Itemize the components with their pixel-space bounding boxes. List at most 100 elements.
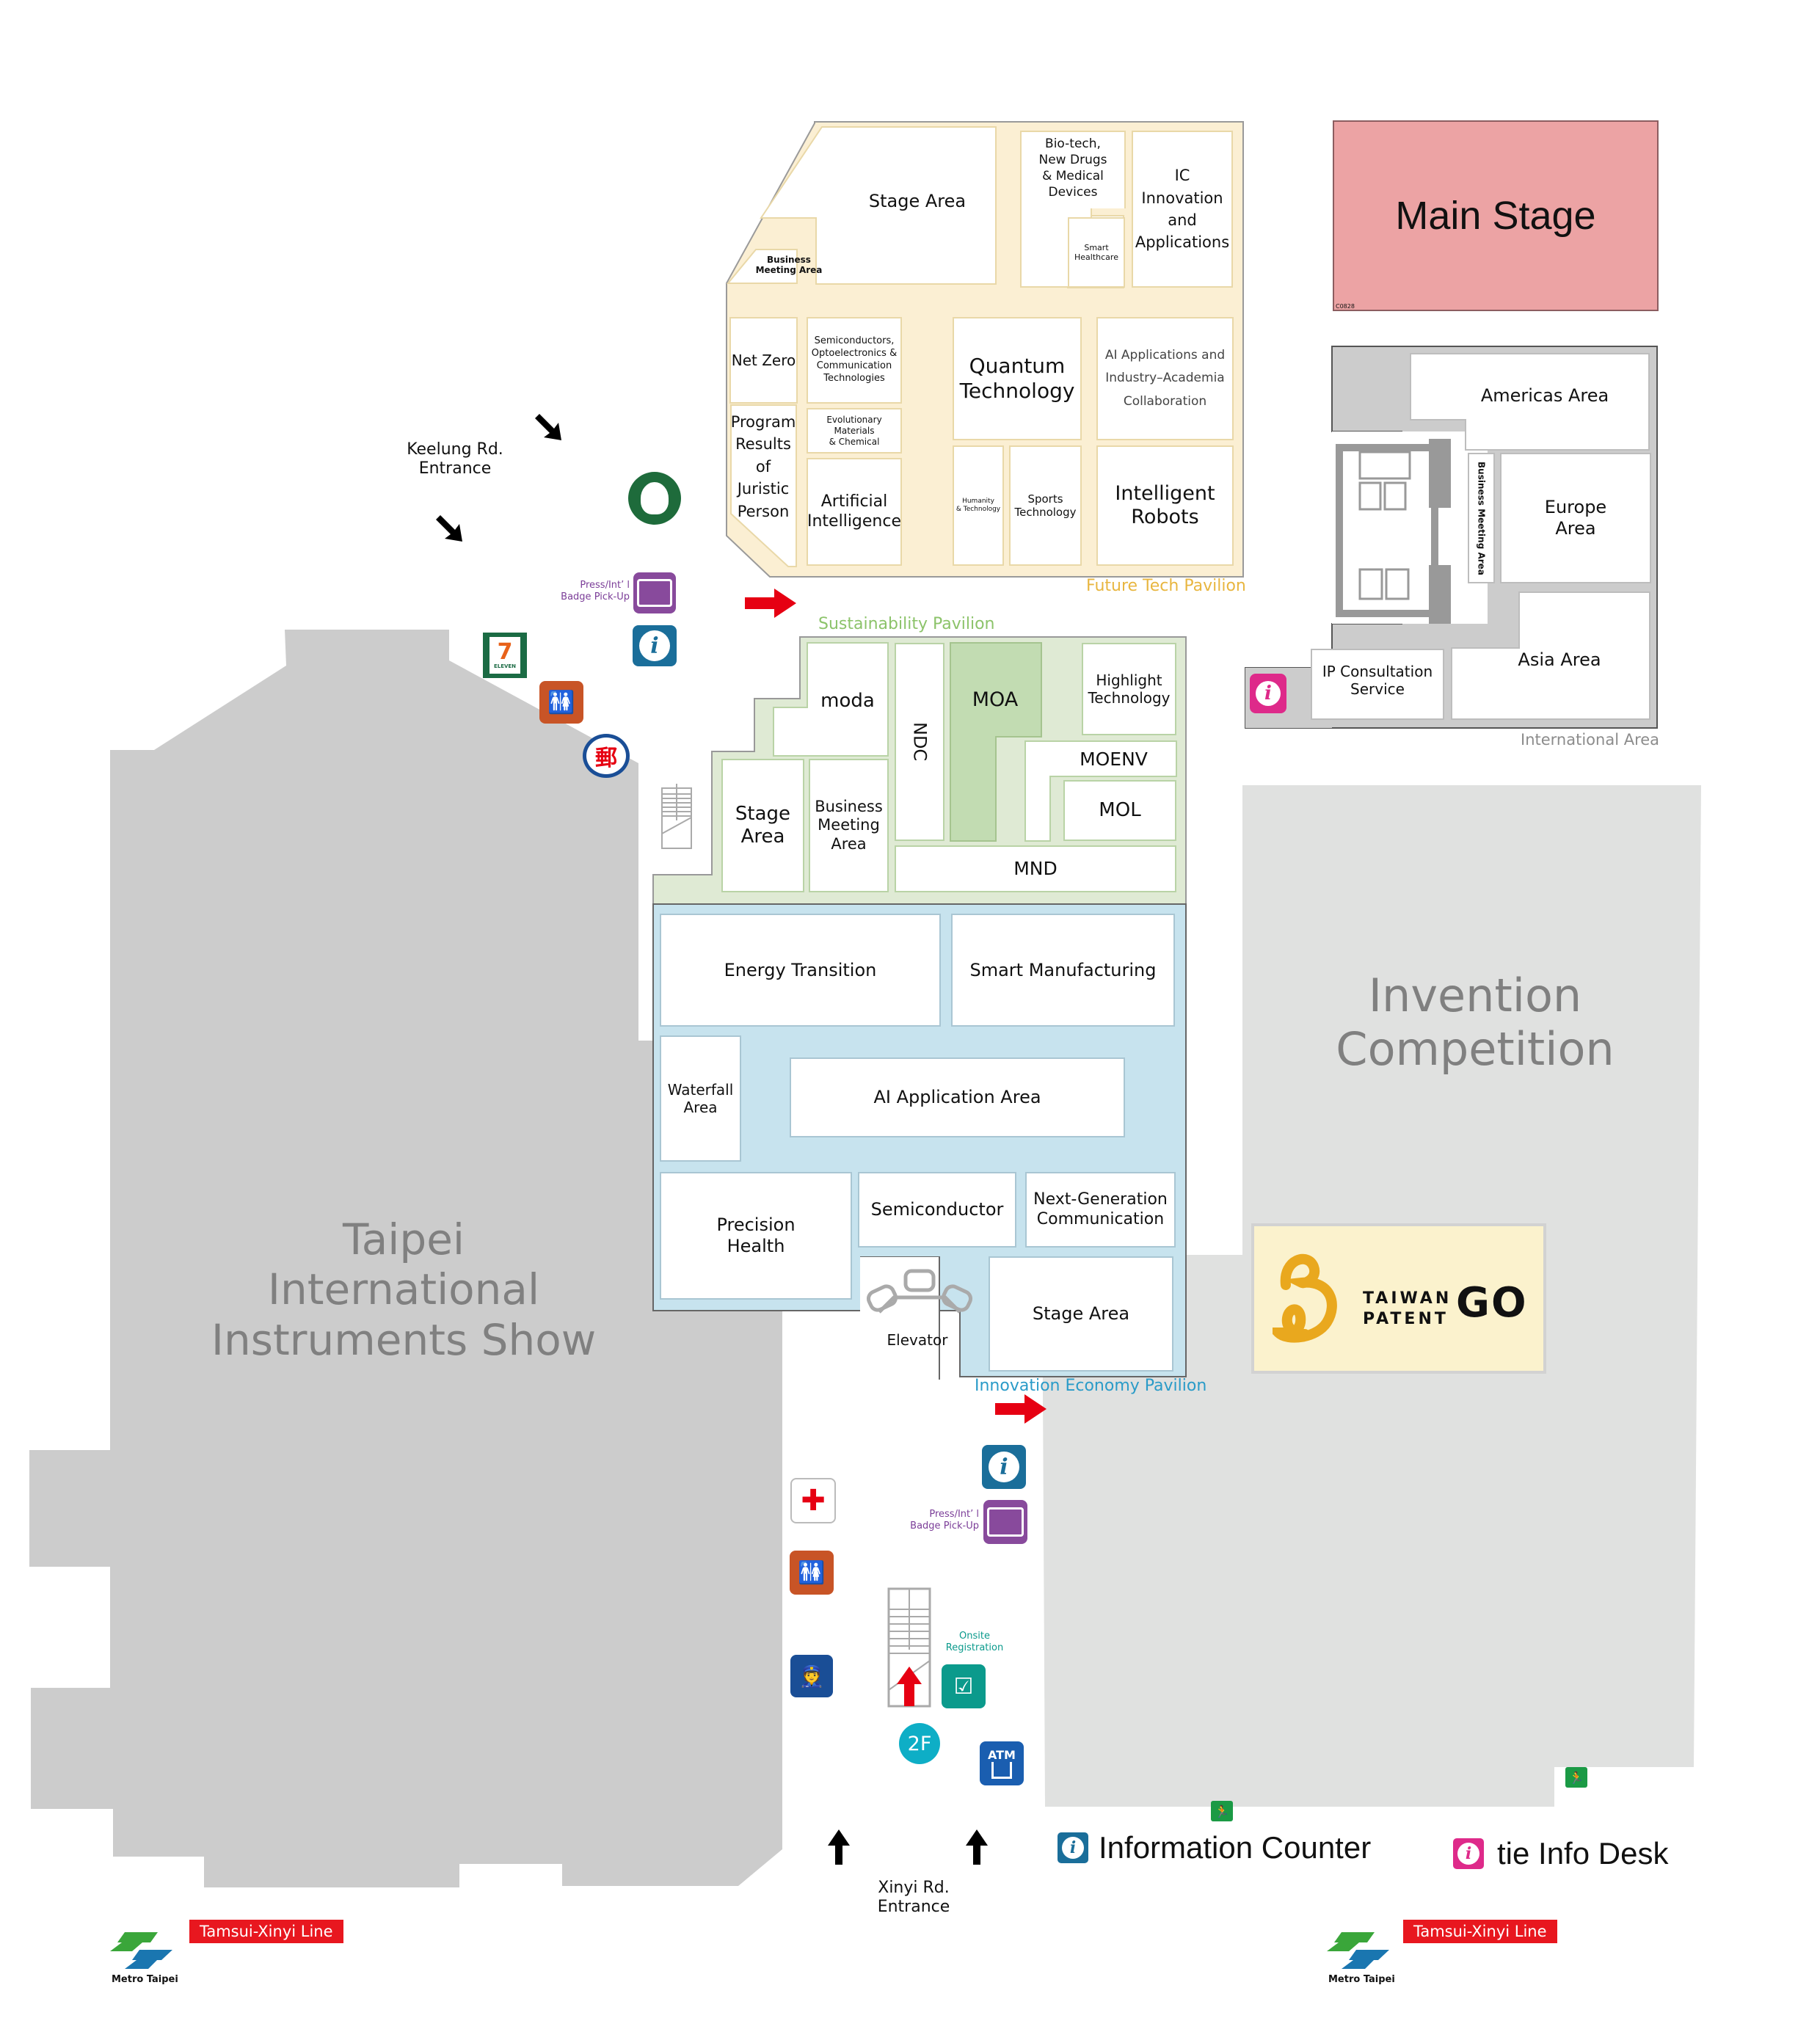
taiwan-patent-go-line2: PATENT (1363, 1309, 1449, 1328)
booth-asia[interactable]: Asia Area (1518, 649, 1601, 670)
entrance-arrow-icon (535, 414, 561, 440)
seven-eleven-label: ELEVEN (493, 663, 517, 669)
legend-information-counter-label: Information Counter (1099, 1830, 1372, 1865)
xinyi-entrance-label: Xinyi Rd. Entrance (877, 1879, 950, 1917)
booth-americas[interactable]: Americas Area (1480, 385, 1609, 406)
booth-highlight[interactable]: Highlight Technology (1082, 643, 1176, 735)
future-business-meeting-area[interactable]: Business Meeting Area (755, 255, 823, 276)
information-counter-icon[interactable]: i (982, 1445, 1026, 1489)
booth-intelligent-robots[interactable]: Intelligent Robots (1096, 445, 1234, 566)
badge-pickup-icon[interactable] (983, 1500, 1027, 1544)
booth-stage-area-sp[interactable]: Stage Area (721, 759, 804, 892)
invention-competition-label: Invention Competition (1336, 969, 1615, 1077)
booth-semiconductors[interactable]: Semiconductors, Optoelectronics & Commun… (807, 317, 902, 404)
future-stage-area-shape (760, 126, 997, 285)
tie-info-desk-icon: i (1453, 1838, 1484, 1869)
booth-net-zero[interactable]: Net Zero (729, 317, 798, 404)
future-biotech-upper (1020, 131, 1126, 208)
taiwan-patent-go-booth[interactable]: TAIWAN PATENT GO (1251, 1223, 1546, 1374)
booth-moenv[interactable]: MOENV (1080, 749, 1148, 770)
booth-ic-innovation[interactable]: IC Innovation and Applications (1132, 131, 1233, 288)
booth-ai-industry[interactable]: AI Applications and Industry–Academia Co… (1096, 317, 1234, 440)
legend-information-counter: i Information Counter (1058, 1830, 1371, 1865)
emergency-exit-icon[interactable]: 🏃 (1565, 1767, 1587, 1788)
starbucks-icon[interactable] (628, 472, 681, 525)
legend-tie-info-desk-label: tie Info Desk (1497, 1836, 1669, 1871)
elevator-icon[interactable] (864, 1268, 975, 1319)
booth-moda-shape (773, 642, 889, 757)
booth-waterfall[interactable]: Waterfall Area (660, 1035, 741, 1162)
booth-stage-area-ie[interactable]: Stage Area (989, 1256, 1173, 1372)
booth-europe[interactable]: Europe Area (1500, 453, 1651, 583)
atm-icon[interactable]: ATM (980, 1741, 1024, 1785)
legend-tie-info-desk: i tie Info Desk (1453, 1836, 1668, 1871)
booth-humanity[interactable]: Humanity & Technology (953, 445, 1004, 566)
booth-mol[interactable]: MOL (1063, 780, 1176, 841)
booth-ndc[interactable]: NDC (895, 643, 944, 841)
main-stage-label: Main Stage (1395, 194, 1596, 238)
booth-sports[interactable]: Sports Technology (1009, 445, 1082, 566)
future-stage-area[interactable]: Stage Area (868, 191, 967, 211)
future-tech-pavilion-label: Future Tech Pavilion (1086, 577, 1246, 595)
booth-ai-application[interactable]: AI Application Area (790, 1057, 1125, 1137)
booth-precision-health[interactable]: Precision Health (660, 1172, 852, 1300)
booth-semiconductor[interactable]: Semiconductor (858, 1172, 1016, 1248)
main-stage[interactable]: Main Stage C0828 (1333, 120, 1659, 311)
escalator-up-icon[interactable] (887, 1587, 932, 1708)
booth-energy-transition[interactable]: Energy Transition (660, 914, 941, 1027)
booth-evolutionary[interactable]: Evolutionary Materials & Chemical (807, 408, 902, 454)
direction-arrow-icon (995, 1394, 1046, 1424)
booth-business-meeting-sp[interactable]: Business Meeting Area (809, 759, 889, 892)
international-area-label: International Area (1521, 731, 1660, 749)
metro-line-badge: Tamsui-Xinyi Line (1403, 1920, 1557, 1943)
booth-mnd[interactable]: MND (895, 845, 1176, 892)
taiwan-patent-go-line1: TAIWAN (1363, 1289, 1452, 1308)
emergency-exit-icon[interactable]: 🏃 (1211, 1801, 1233, 1821)
elevator-label: Elevator (887, 1331, 948, 1349)
onsite-registration-icon[interactable]: ☑ (942, 1664, 986, 1708)
badge-pickup-label-top: Press/Int’ l Badge Pick-Up (561, 580, 630, 603)
booth-business-meeting-intl-label: Business Meeting Area (1476, 461, 1487, 575)
tie-info-desk-icon[interactable]: i (1250, 674, 1286, 713)
international-elevator-core-icon (1332, 431, 1488, 624)
innovation-economy-pavilion-label: Innovation Economy Pavilion (975, 1377, 1207, 1395)
taipei-instruments-show-hall[interactable] (29, 630, 782, 1887)
floor-2f-badge[interactable]: 2F (899, 1723, 940, 1764)
booth-moda[interactable]: moda (820, 690, 875, 712)
booth-americas-shape (1410, 353, 1650, 451)
taiwan-patent-go-go: GO (1456, 1279, 1528, 1327)
booth-smart-manufacturing[interactable]: Smart Manufacturing (951, 914, 1175, 1027)
future-smart-healthcare-booth[interactable]: Smart Healthcare (1068, 217, 1125, 288)
metro-taipei-logo-icon (110, 1932, 172, 1969)
entrance-arrow-icon (828, 1829, 850, 1865)
booth-ndc-label: NDC (909, 722, 931, 762)
main-stage-code: C0828 (1336, 303, 1355, 310)
booth-quantum[interactable]: Quantum Technology (953, 317, 1082, 440)
first-aid-icon[interactable]: ✚ (790, 1478, 836, 1523)
metro-taipei-logo-icon (1327, 1932, 1389, 1969)
sustainability-pavilion-label: Sustainability Pavilion (818, 615, 995, 633)
security-guard-icon[interactable]: 👮 (790, 1655, 833, 1697)
onsite-registration-label: Onsite Registration (945, 1631, 1004, 1654)
entrance-arrow-icon (436, 515, 462, 542)
entrance-arrow-icon (966, 1829, 988, 1865)
information-counter-icon[interactable]: i (633, 625, 677, 666)
post-office-icon[interactable]: 郵 (583, 734, 630, 778)
future-biotech-label: Bio-tech, New Drugs & Medical Devices (1038, 136, 1107, 200)
atm-label: ATM (988, 1748, 1016, 1762)
elevator-area (860, 1256, 940, 1380)
metro-taipei-label: Metro Taipei (112, 1974, 178, 1985)
restroom-icon[interactable]: 🚻 (539, 681, 583, 724)
booth-business-meeting-intl[interactable]: Business Meeting Area (1468, 453, 1495, 583)
booth-program-results[interactable]: Program Results of Juristic Person (730, 413, 796, 520)
booth-ip-consultation[interactable]: IP Consultation Service (1322, 663, 1433, 698)
booth-artificial-intelligence[interactable]: Artificial Intelligence (807, 458, 902, 566)
booth-asia-ip-shape (1311, 591, 1650, 720)
restroom-icon[interactable]: 🚻 (790, 1551, 834, 1595)
escalator-icon (661, 784, 692, 849)
booth-moa[interactable]: MOA (972, 688, 1019, 711)
booth-next-gen-communication[interactable]: Next-Generation Communication (1025, 1172, 1176, 1248)
booth-moa-shape (950, 642, 1042, 842)
badge-pickup-icon[interactable] (633, 572, 676, 613)
seven-eleven-icon[interactable]: 7 ELEVEN (483, 633, 527, 678)
